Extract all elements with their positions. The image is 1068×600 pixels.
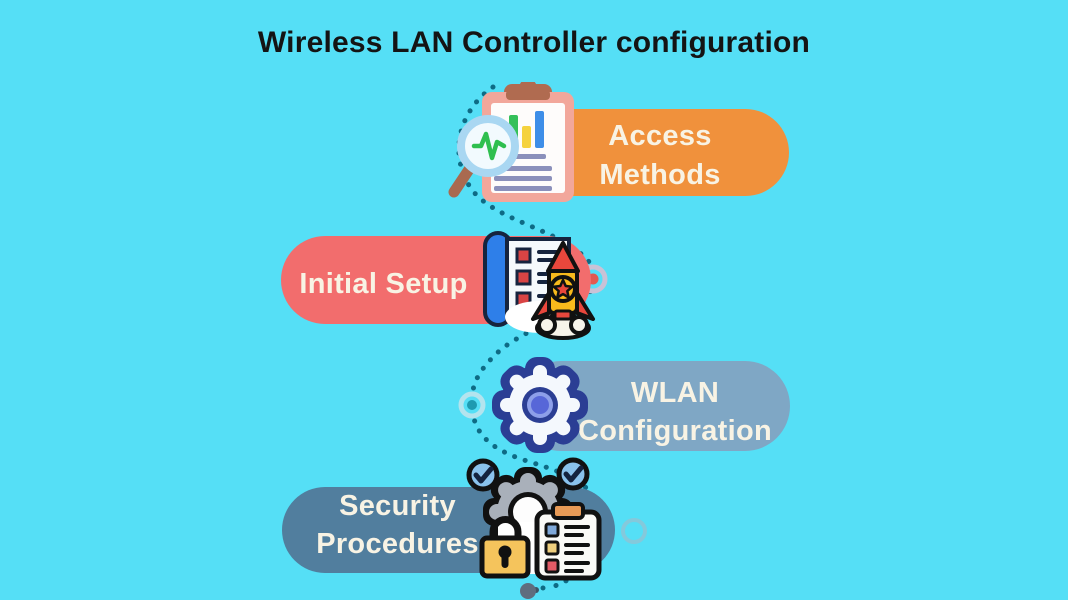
milestone-node-b <box>458 391 486 419</box>
step-label-line: Methods <box>599 159 721 191</box>
magnifier-glyph <box>448 115 519 198</box>
step-label-line: Configuration <box>578 415 772 447</box>
step-label-line: Security <box>339 490 456 522</box>
step-label-wlan-configuration: WLAN Configuration <box>565 374 785 450</box>
analysis-clipboard-magnifier-icon <box>448 82 574 202</box>
step-label-security-procedures: Security Procedures <box>300 487 495 563</box>
step-label-line: WLAN <box>630 377 720 409</box>
page-title: Wireless LAN Controller configuration <box>257 26 811 59</box>
blueprint-rocket-icon <box>483 231 595 340</box>
check-badge-icon <box>556 457 590 491</box>
step-label-access-methods: Access Methods <box>545 117 775 195</box>
step-label-line: Access <box>608 120 712 152</box>
security-lock-checklist-icon <box>466 457 602 581</box>
rocket-glyph <box>531 241 595 340</box>
settings-gear-icon <box>492 357 588 453</box>
step-label-initial-setup: Initial Setup <box>291 265 476 304</box>
milestone-node-c <box>621 518 647 544</box>
gear-glyph <box>492 357 588 453</box>
step-label-line: Initial Setup <box>299 268 468 300</box>
path-end-dot <box>520 583 546 599</box>
step-label-line: Procedures <box>316 528 479 560</box>
padlock-glyph <box>479 516 531 579</box>
dotted-route <box>456 84 603 590</box>
checklist-clipboard-glyph <box>534 502 602 581</box>
check-badge-icon <box>466 458 500 492</box>
